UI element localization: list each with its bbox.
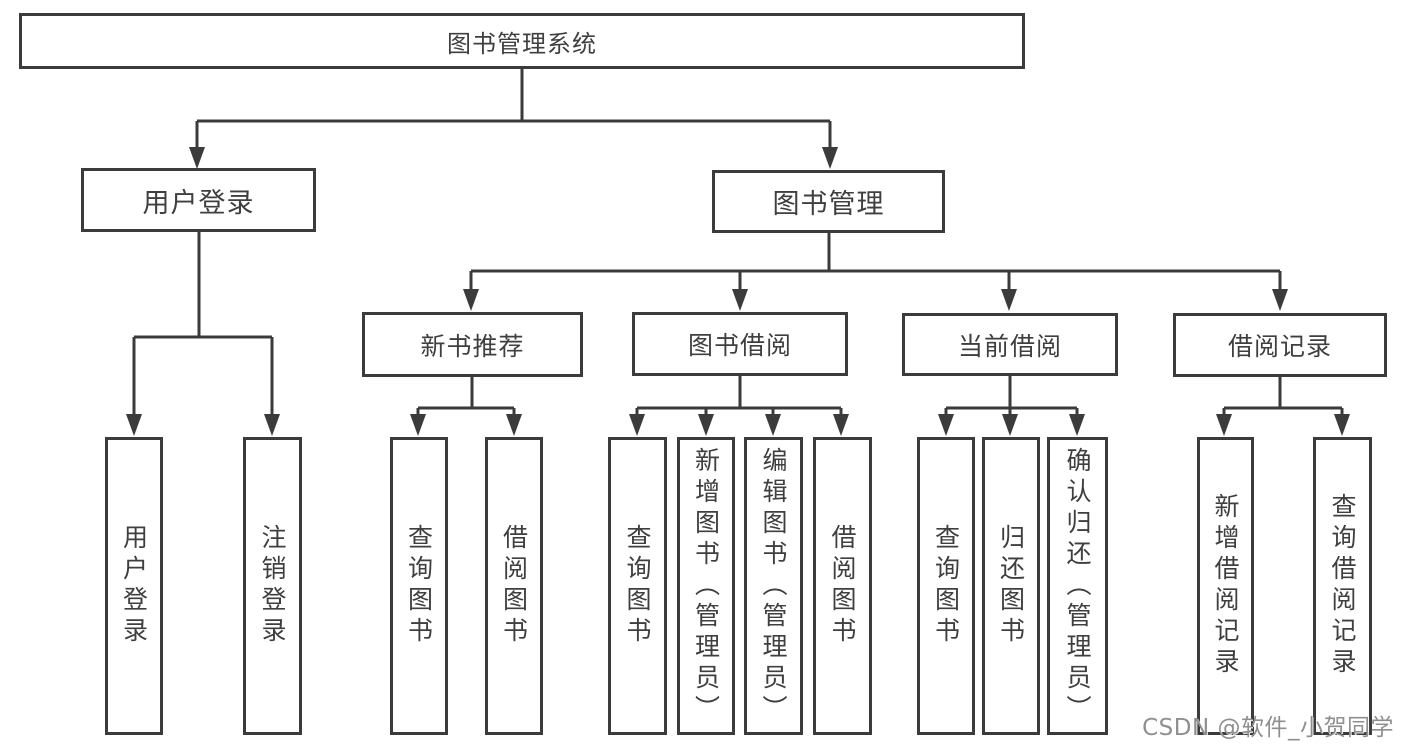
arrow-down-icon xyxy=(1334,414,1350,436)
node-label: 查询借阅记录 xyxy=(1328,493,1357,679)
node-user-login-action: 用户登录 xyxy=(105,437,163,735)
node-logout-action: 注销登录 xyxy=(243,437,302,735)
node-edit-book-admin: 编辑图书（管理员） xyxy=(744,437,803,735)
watermark: CSDN @软件_小贺同学 xyxy=(1142,715,1394,741)
arrow-down-icon xyxy=(938,414,954,436)
node-label: 查询图书 xyxy=(623,524,652,648)
arrow-down-icon xyxy=(822,147,838,169)
node-borrow-books-action: 借阅图书 xyxy=(813,437,872,735)
arrow-down-icon xyxy=(1069,414,1085,436)
node-return-books: 归还图书 xyxy=(982,437,1040,735)
connector-root-to-level2 xyxy=(195,69,832,152)
node-label: 新增借阅记录 xyxy=(1211,493,1240,679)
node-current-borrow: 当前借阅 xyxy=(902,313,1118,376)
arrow-down-icon xyxy=(732,289,748,311)
arrow-down-icon xyxy=(189,147,205,169)
arrow-down-icon xyxy=(1001,289,1017,311)
arrow-down-icon xyxy=(126,414,142,436)
arrow-down-icon xyxy=(506,414,522,436)
node-query-books-recommend: 查询图书 xyxy=(390,437,448,735)
node-label: 用户登录 xyxy=(142,187,255,219)
node-label: 归还图书 xyxy=(996,524,1026,648)
arrow-down-icon xyxy=(264,414,280,436)
arrow-down-icon xyxy=(765,414,781,436)
arrow-down-icon xyxy=(833,414,849,436)
node-label: 图书管理系统 xyxy=(447,29,597,58)
node-query-books-current: 查询图书 xyxy=(917,437,975,735)
node-label: 借阅图书 xyxy=(499,524,529,648)
node-label: 注销登录 xyxy=(258,524,287,648)
node-confirm-return-admin: 确认归还（管理员） xyxy=(1047,437,1108,735)
node-query-books-borrow: 查询图书 xyxy=(608,437,667,735)
arrow-down-icon xyxy=(629,414,645,436)
node-label: 新书推荐 xyxy=(420,331,525,361)
connector-borrow-records-branch xyxy=(1222,377,1344,420)
node-book-management: 图书管理 xyxy=(712,170,945,233)
node-label: 新增图书（管理员） xyxy=(691,446,721,726)
node-label: 编辑图书（管理员） xyxy=(759,446,788,726)
connector-book-borrow-branch xyxy=(635,376,843,420)
node-borrow-books-recommend: 借阅图书 xyxy=(485,437,543,735)
node-label: 当前借阅 xyxy=(957,331,1062,361)
arrow-down-icon xyxy=(1272,289,1288,311)
connector-new-book-branch xyxy=(416,377,516,420)
arrow-down-icon xyxy=(698,414,714,436)
node-label: 借阅记录 xyxy=(1227,332,1332,361)
node-label: 确认归还（管理员） xyxy=(1063,446,1092,726)
connector-book-management-branch xyxy=(469,233,1282,295)
node-add-borrow-record: 新增借阅记录 xyxy=(1197,437,1254,735)
connector-user-login-branch xyxy=(132,232,274,419)
node-borrow-records: 借阅记录 xyxy=(1173,313,1387,377)
node-label: 借阅图书 xyxy=(828,524,857,648)
node-new-book-recommend: 新书推荐 xyxy=(362,312,583,377)
node-library-system: 图书管理系统 xyxy=(19,13,1025,69)
node-label: 图书借阅 xyxy=(687,331,792,360)
arrow-down-icon xyxy=(1216,414,1232,436)
node-user-login: 用户登录 xyxy=(81,168,316,232)
arrow-down-icon xyxy=(1002,414,1018,436)
node-add-book-admin: 新增图书（管理员） xyxy=(677,437,735,735)
node-label: 查询图书 xyxy=(404,524,434,648)
node-book-borrow: 图书借阅 xyxy=(632,312,848,376)
arrow-down-icon xyxy=(410,414,426,436)
arrow-down-icon xyxy=(463,289,479,311)
node-label: 查询图书 xyxy=(931,524,961,648)
connector-current-borrow-branch xyxy=(944,376,1079,420)
node-label: 图书管理 xyxy=(772,189,885,220)
node-label: 用户登录 xyxy=(119,524,149,648)
node-query-borrow-record: 查询借阅记录 xyxy=(1313,437,1372,735)
